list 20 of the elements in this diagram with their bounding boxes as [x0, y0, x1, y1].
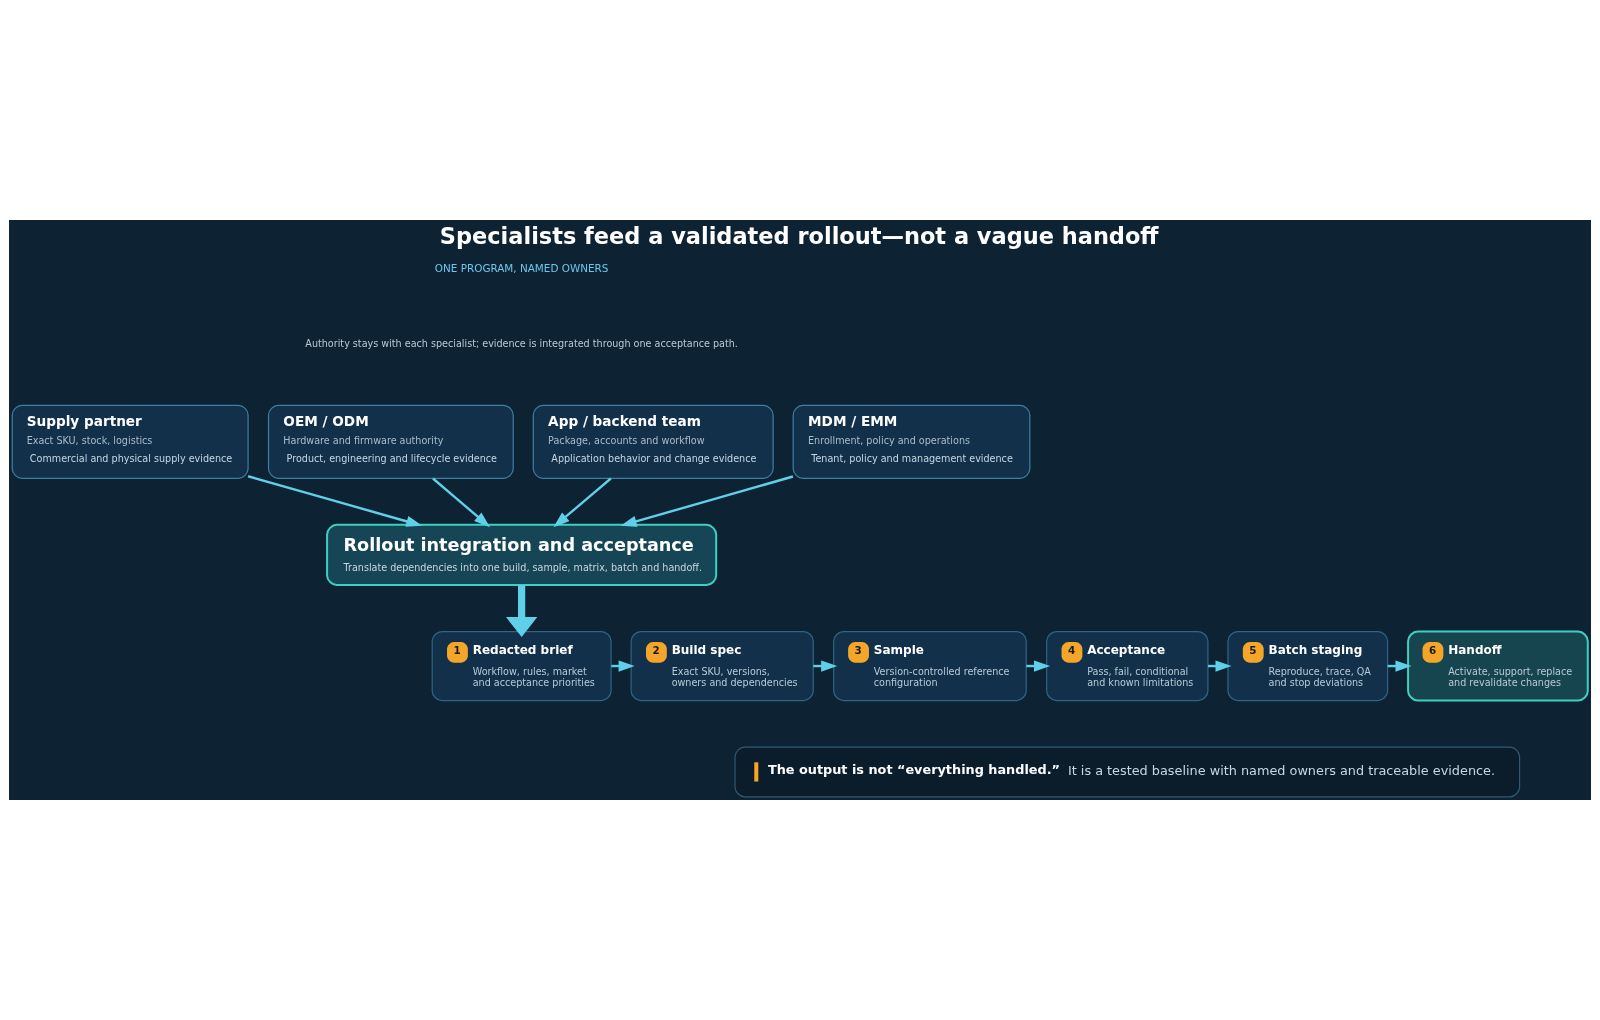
node-box: 1 Redacted brief Workflow, rules, market and acceptance priorities	[431, 630, 612, 702]
node-box: 6 Handoff Activate, support, replace and revalidate changes	[1407, 630, 1589, 702]
label: ONE PROGRAM, NAMED OWNERS	[434, 261, 609, 274]
node-box: 3 Sample Version-controlled reference configuration	[833, 630, 1027, 702]
label: Authority stays with each specialist; evidence is integrated through one acceptance path.	[305, 337, 738, 349]
node-box: The output is not “everything handled.” It is a tested baseline with named owners and traceable evidence.	[734, 746, 1521, 798]
node-box: 2 Build spec Exact SKU, versions, owners and dependencies	[630, 630, 814, 702]
arrow	[553, 477, 612, 528]
arrow	[620, 475, 794, 527]
node-box: Rollout integration and acceptance Translate dependencies into one build, sample, matrix, batch and handoff.	[326, 523, 718, 586]
node-box: App / backend team Package, accounts and workflow Application behavior and change evidence	[532, 404, 774, 479]
node-box: 4 Acceptance Pass, fail, conditional and known limitations	[1046, 630, 1209, 702]
arrow	[432, 477, 491, 528]
node-box: Supply partner Exact SKU, stock, logistics Commercial and physical supply evidence	[11, 404, 249, 479]
node-box: 5 Batch staging Reproduce, trace, QA and stop deviations	[1227, 630, 1389, 702]
arrow	[506, 585, 538, 637]
node-box: OEM / ODM Hardware and firmware authority Product, engineering and lifecycle evidence	[267, 404, 514, 479]
node-box: MDM / EMM Enrollment, policy and operations Tenant, policy and management evidence	[792, 404, 1031, 479]
diagram-title: Specialists feed a validated rollout—not a vague handoff	[439, 222, 1159, 249]
arrow	[247, 475, 423, 527]
